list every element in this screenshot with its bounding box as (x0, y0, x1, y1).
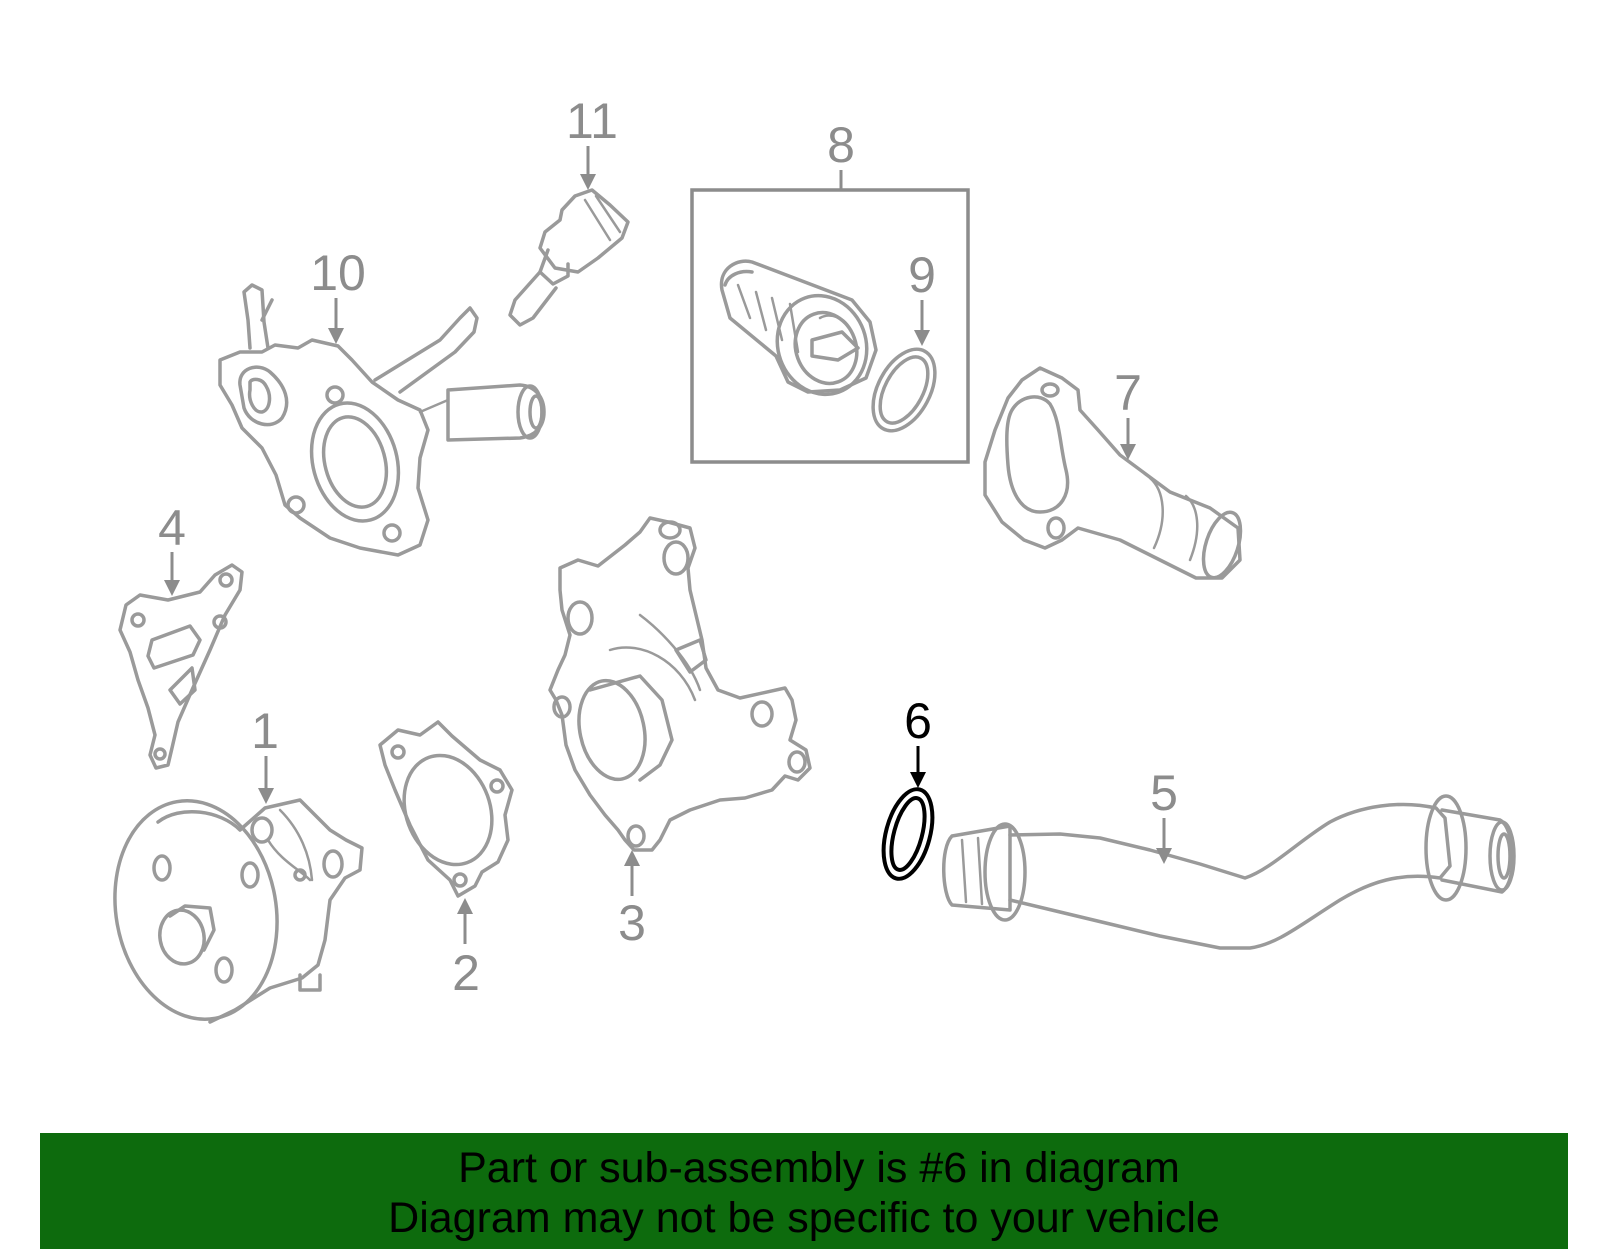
banner-line-disclaimer: Diagram may not be specific to your vehi… (388, 1194, 1220, 1242)
callout-7[interactable]: 7 (1114, 365, 1142, 460)
part-6-o-ring-highlighted[interactable] (875, 784, 941, 884)
callout-10-number: 10 (310, 245, 366, 301)
thermostat[interactable] (719, 259, 880, 407)
callout-9-number: 9 (908, 247, 936, 303)
callout-9[interactable]: 9 (908, 247, 936, 346)
callout-3-number: 3 (618, 895, 646, 951)
part-8-thermostat-kit-box[interactable] (690, 188, 970, 464)
callout-4-number: 4 (158, 500, 186, 556)
part-9-o-ring[interactable] (860, 339, 947, 441)
callout-10[interactable]: 10 (310, 245, 366, 344)
part-2-pump-gasket[interactable] (378, 720, 514, 898)
callout-5-number: 5 (1150, 765, 1178, 821)
part-7-thermostat-cover[interactable] (983, 366, 1248, 582)
callout-8-number: 8 (827, 117, 855, 173)
part-5-water-pipe[interactable] (942, 794, 1516, 950)
callout-1-number: 1 (251, 703, 279, 759)
part-3-pump-housing[interactable] (548, 516, 812, 852)
callout-2[interactable]: 2 (452, 898, 480, 1001)
callout-11[interactable]: 11 (566, 93, 618, 190)
part-1-water-pump[interactable] (98, 788, 364, 1032)
callout-6-number: 6 (904, 693, 932, 749)
part-4-gasket[interactable] (118, 563, 244, 770)
callout-1[interactable]: 1 (251, 703, 279, 804)
part-10-water-outlet[interactable] (218, 283, 546, 557)
callout-5[interactable]: 5 (1150, 765, 1178, 864)
callout-4[interactable]: 4 (158, 500, 186, 596)
callout-2-number: 2 (452, 945, 480, 1001)
part-11-temperature-sensor[interactable] (508, 188, 630, 327)
info-banner: Part or sub-assembly is #6 in diagram Di… (40, 1133, 1568, 1249)
callout-6[interactable]: 6 (904, 693, 932, 788)
callout-8[interactable]: 8 (827, 117, 855, 190)
callout-7-number: 7 (1114, 365, 1142, 421)
banner-line-part-number: Part or sub-assembly is #6 in diagram (458, 1144, 1180, 1192)
callout-11-number: 11 (566, 93, 618, 149)
callout-3[interactable]: 3 (618, 850, 646, 951)
